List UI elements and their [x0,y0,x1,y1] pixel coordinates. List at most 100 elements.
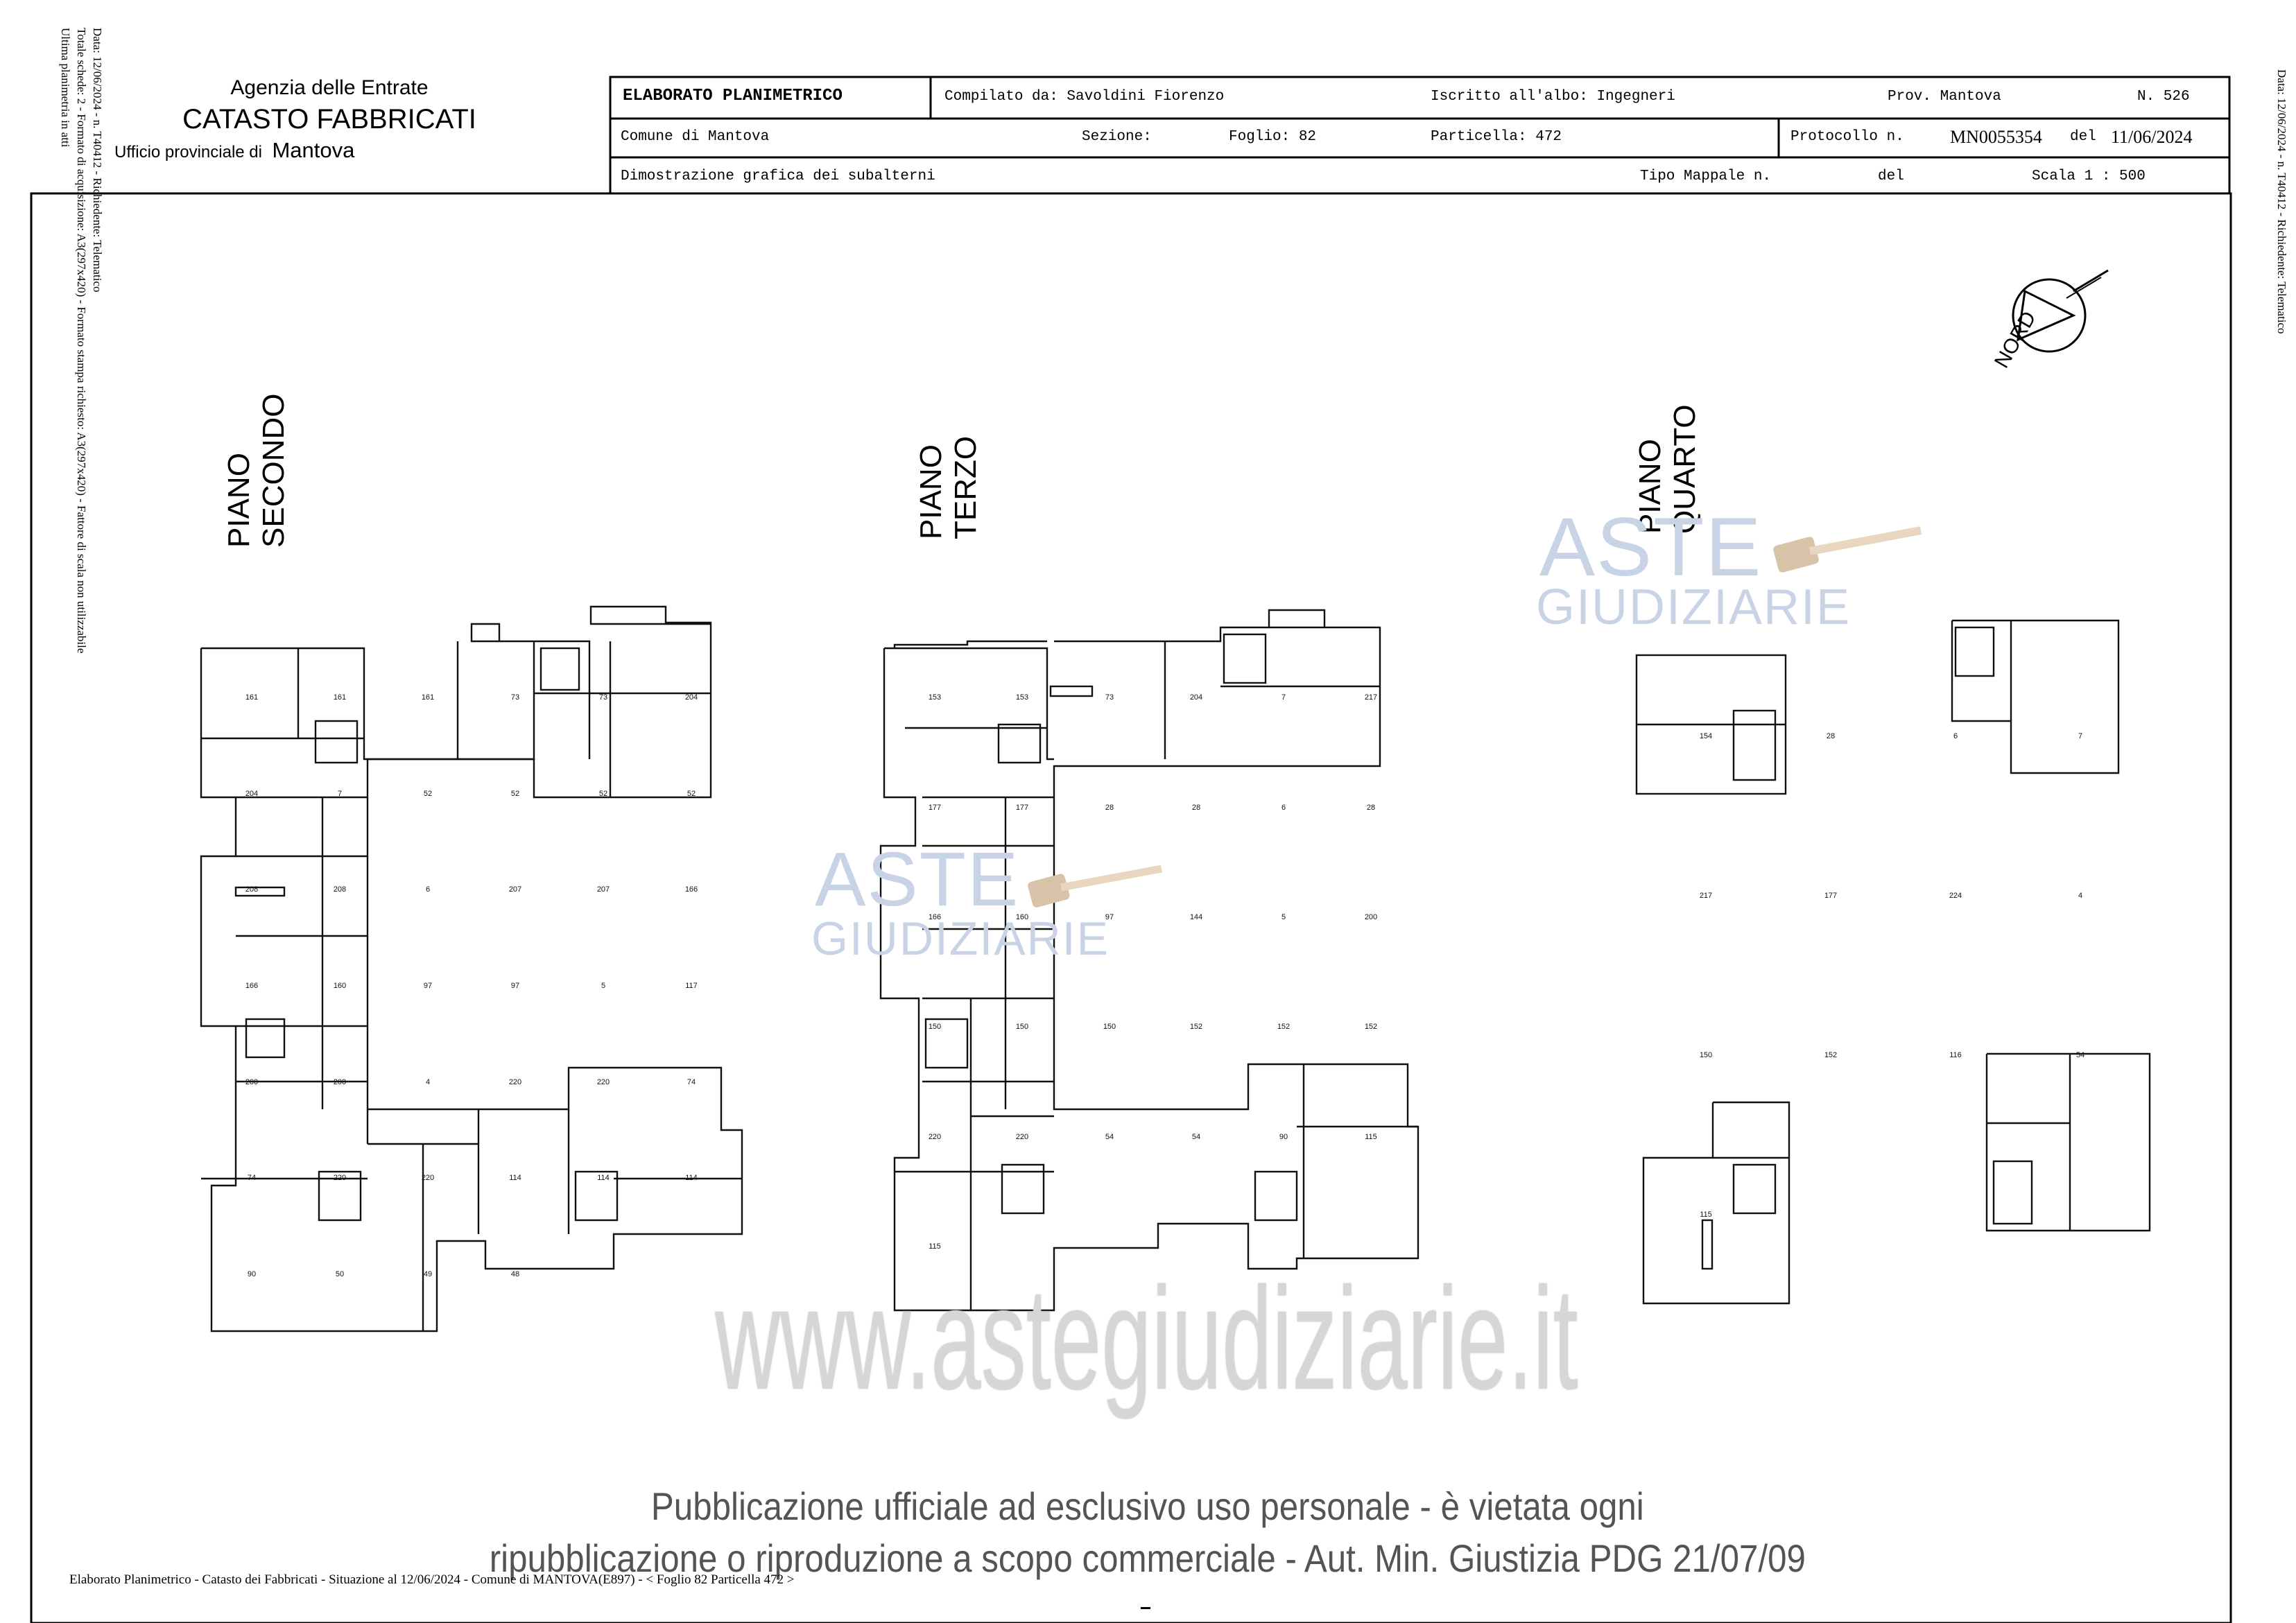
room-number-terzo: 153 [1016,693,1028,702]
room-number-secondo: 161 [422,693,434,702]
room-number-secondo: 204 [245,790,258,798]
room-number-quarto: 224 [1949,892,1962,900]
room-number-terzo: 220 [929,1133,941,1141]
header-scala: Scala 1 : 500 [2032,168,2146,184]
header-dimostrazione: Dimostrazione grafica dei subalterni [621,168,935,184]
room-number-quarto: 116 [1949,1051,1962,1059]
room-number-secondo: 160 [334,982,346,990]
room-number-terzo: 97 [1105,913,1114,921]
header-particella: Particella: 472 [1431,129,1562,145]
gavel-icon [1773,526,1922,573]
catasto-title: CATASTO FABBRICATI [182,104,476,134]
room-number-terzo: 28 [1367,804,1375,812]
room-number-secondo: 200 [245,1078,258,1086]
room-number-terzo: 73 [1105,693,1114,702]
header-comune: Comune di Mantova [621,129,770,145]
room-number-secondo: 73 [511,693,519,702]
room-number-quarto: 54 [2076,1051,2084,1059]
room-number-terzo: 177 [1016,804,1028,812]
room-number-secondo: 204 [685,693,698,702]
room-number-secondo: 161 [334,693,346,702]
room-number-quarto: 28 [1827,732,1835,740]
room-number-terzo: 152 [1365,1023,1377,1031]
room-number-secondo: 74 [687,1078,696,1086]
room-number-quarto: 152 [1824,1051,1837,1059]
watermark-aste-1: ASTE [1539,501,1763,593]
room-number-terzo: 28 [1192,804,1200,812]
room-number-quarto: 7 [2078,732,2082,740]
room-number-terzo: 153 [929,693,941,702]
room-number-terzo: 177 [929,804,941,812]
room-number-secondo: 166 [685,885,698,894]
watermark-aste-2: ASTE [815,837,1020,922]
footer-mark [1141,1607,1150,1609]
header-sezione: Sezione: [1082,129,1152,145]
header-del2: del [1878,168,1904,184]
gavel-icon-2 [1028,865,1163,908]
room-number-secondo: 220 [597,1078,610,1086]
room-number-secondo: 207 [509,885,521,894]
footer-text: Elaborato Planimetrico - Catasto dei Fab… [69,1572,795,1587]
header-del-value: 11/06/2024 [2111,127,2193,147]
room-number-terzo: 5 [1281,913,1286,921]
room-number-terzo: 90 [1279,1133,1288,1141]
room-number-secondo: 7 [338,790,342,798]
room-number-terzo: 150 [1103,1023,1116,1031]
room-number-terzo: 7 [1281,693,1286,702]
agency-name: Agenzia delle Entrate [230,76,429,99]
room-number-secondo: 52 [424,790,432,798]
room-number-secondo: 73 [599,693,607,702]
room-number-quarto: 6 [1953,732,1958,740]
room-number-secondo: 97 [511,982,519,990]
room-number-terzo: 200 [1365,913,1377,921]
room-number-quarto: 177 [1824,892,1837,900]
room-number-secondo: 220 [509,1078,521,1086]
room-number-terzo: 152 [1277,1023,1290,1031]
header-iscritto: Iscritto all'albo: Ingegneri [1431,89,1675,105]
room-number-quarto: 217 [1700,892,1712,900]
room-number-terzo: 217 [1365,693,1377,702]
north-arrow-icon [2012,269,2109,353]
room-number-secondo: 6 [426,885,430,894]
room-number-quarto: 115 [1700,1210,1712,1219]
plan-secondo [200,605,743,1333]
room-number-terzo: 204 [1190,693,1202,702]
room-number-secondo: 114 [597,1174,610,1182]
room-number-secondo: 114 [509,1174,521,1182]
room-number-secondo: 208 [245,885,258,894]
room-number-secondo: 52 [511,790,519,798]
header-protocollo-value: MN0055354 [1950,127,2042,147]
room-number-quarto: 150 [1700,1051,1712,1059]
header-prov: Prov. Mantova [1888,89,2001,105]
room-number-secondo: 50 [336,1270,344,1278]
room-number-secondo: 48 [511,1270,519,1278]
room-number-terzo: 54 [1105,1133,1114,1141]
room-number-secondo: 207 [597,885,610,894]
room-number-secondo: 74 [248,1174,256,1182]
header-compilato: Compilato da: Savoldini Fiorenzo [944,89,1225,105]
ufficio-prefix: Ufficio provinciale di [114,143,262,162]
notice-line2: ripubblicazione o riproduzione a scopo c… [489,1536,1806,1580]
header-title: ELABORATO PLANIMETRICO [623,87,843,105]
room-number-secondo: 49 [424,1270,432,1278]
room-number-quarto: 4 [2078,892,2082,900]
room-number-secondo: 200 [334,1078,346,1086]
ufficio-line: Ufficio provinciale di Mantova [114,138,503,163]
room-number-terzo: 115 [929,1242,941,1251]
watermark-giudiziarie-2: GIUDIZIARIE [811,912,1110,965]
room-number-secondo: 52 [599,790,607,798]
room-number-terzo: 54 [1192,1133,1200,1141]
room-number-secondo: 161 [245,693,258,702]
room-number-terzo: 150 [1016,1023,1028,1031]
room-number-secondo: 208 [334,885,346,894]
room-number-terzo: 160 [1016,913,1028,921]
room-number-secondo: 97 [424,982,432,990]
watermark-site: www.astegiudiziarie.it [715,1257,1578,1420]
agency-block: Agenzia delle Entrate CATASTO FABBRICATI… [114,76,503,163]
room-number-terzo: 28 [1105,804,1114,812]
ufficio-city: Mantova [272,138,355,162]
watermark-giudiziarie-1: GIUDIZIARIE [1536,580,1852,635]
